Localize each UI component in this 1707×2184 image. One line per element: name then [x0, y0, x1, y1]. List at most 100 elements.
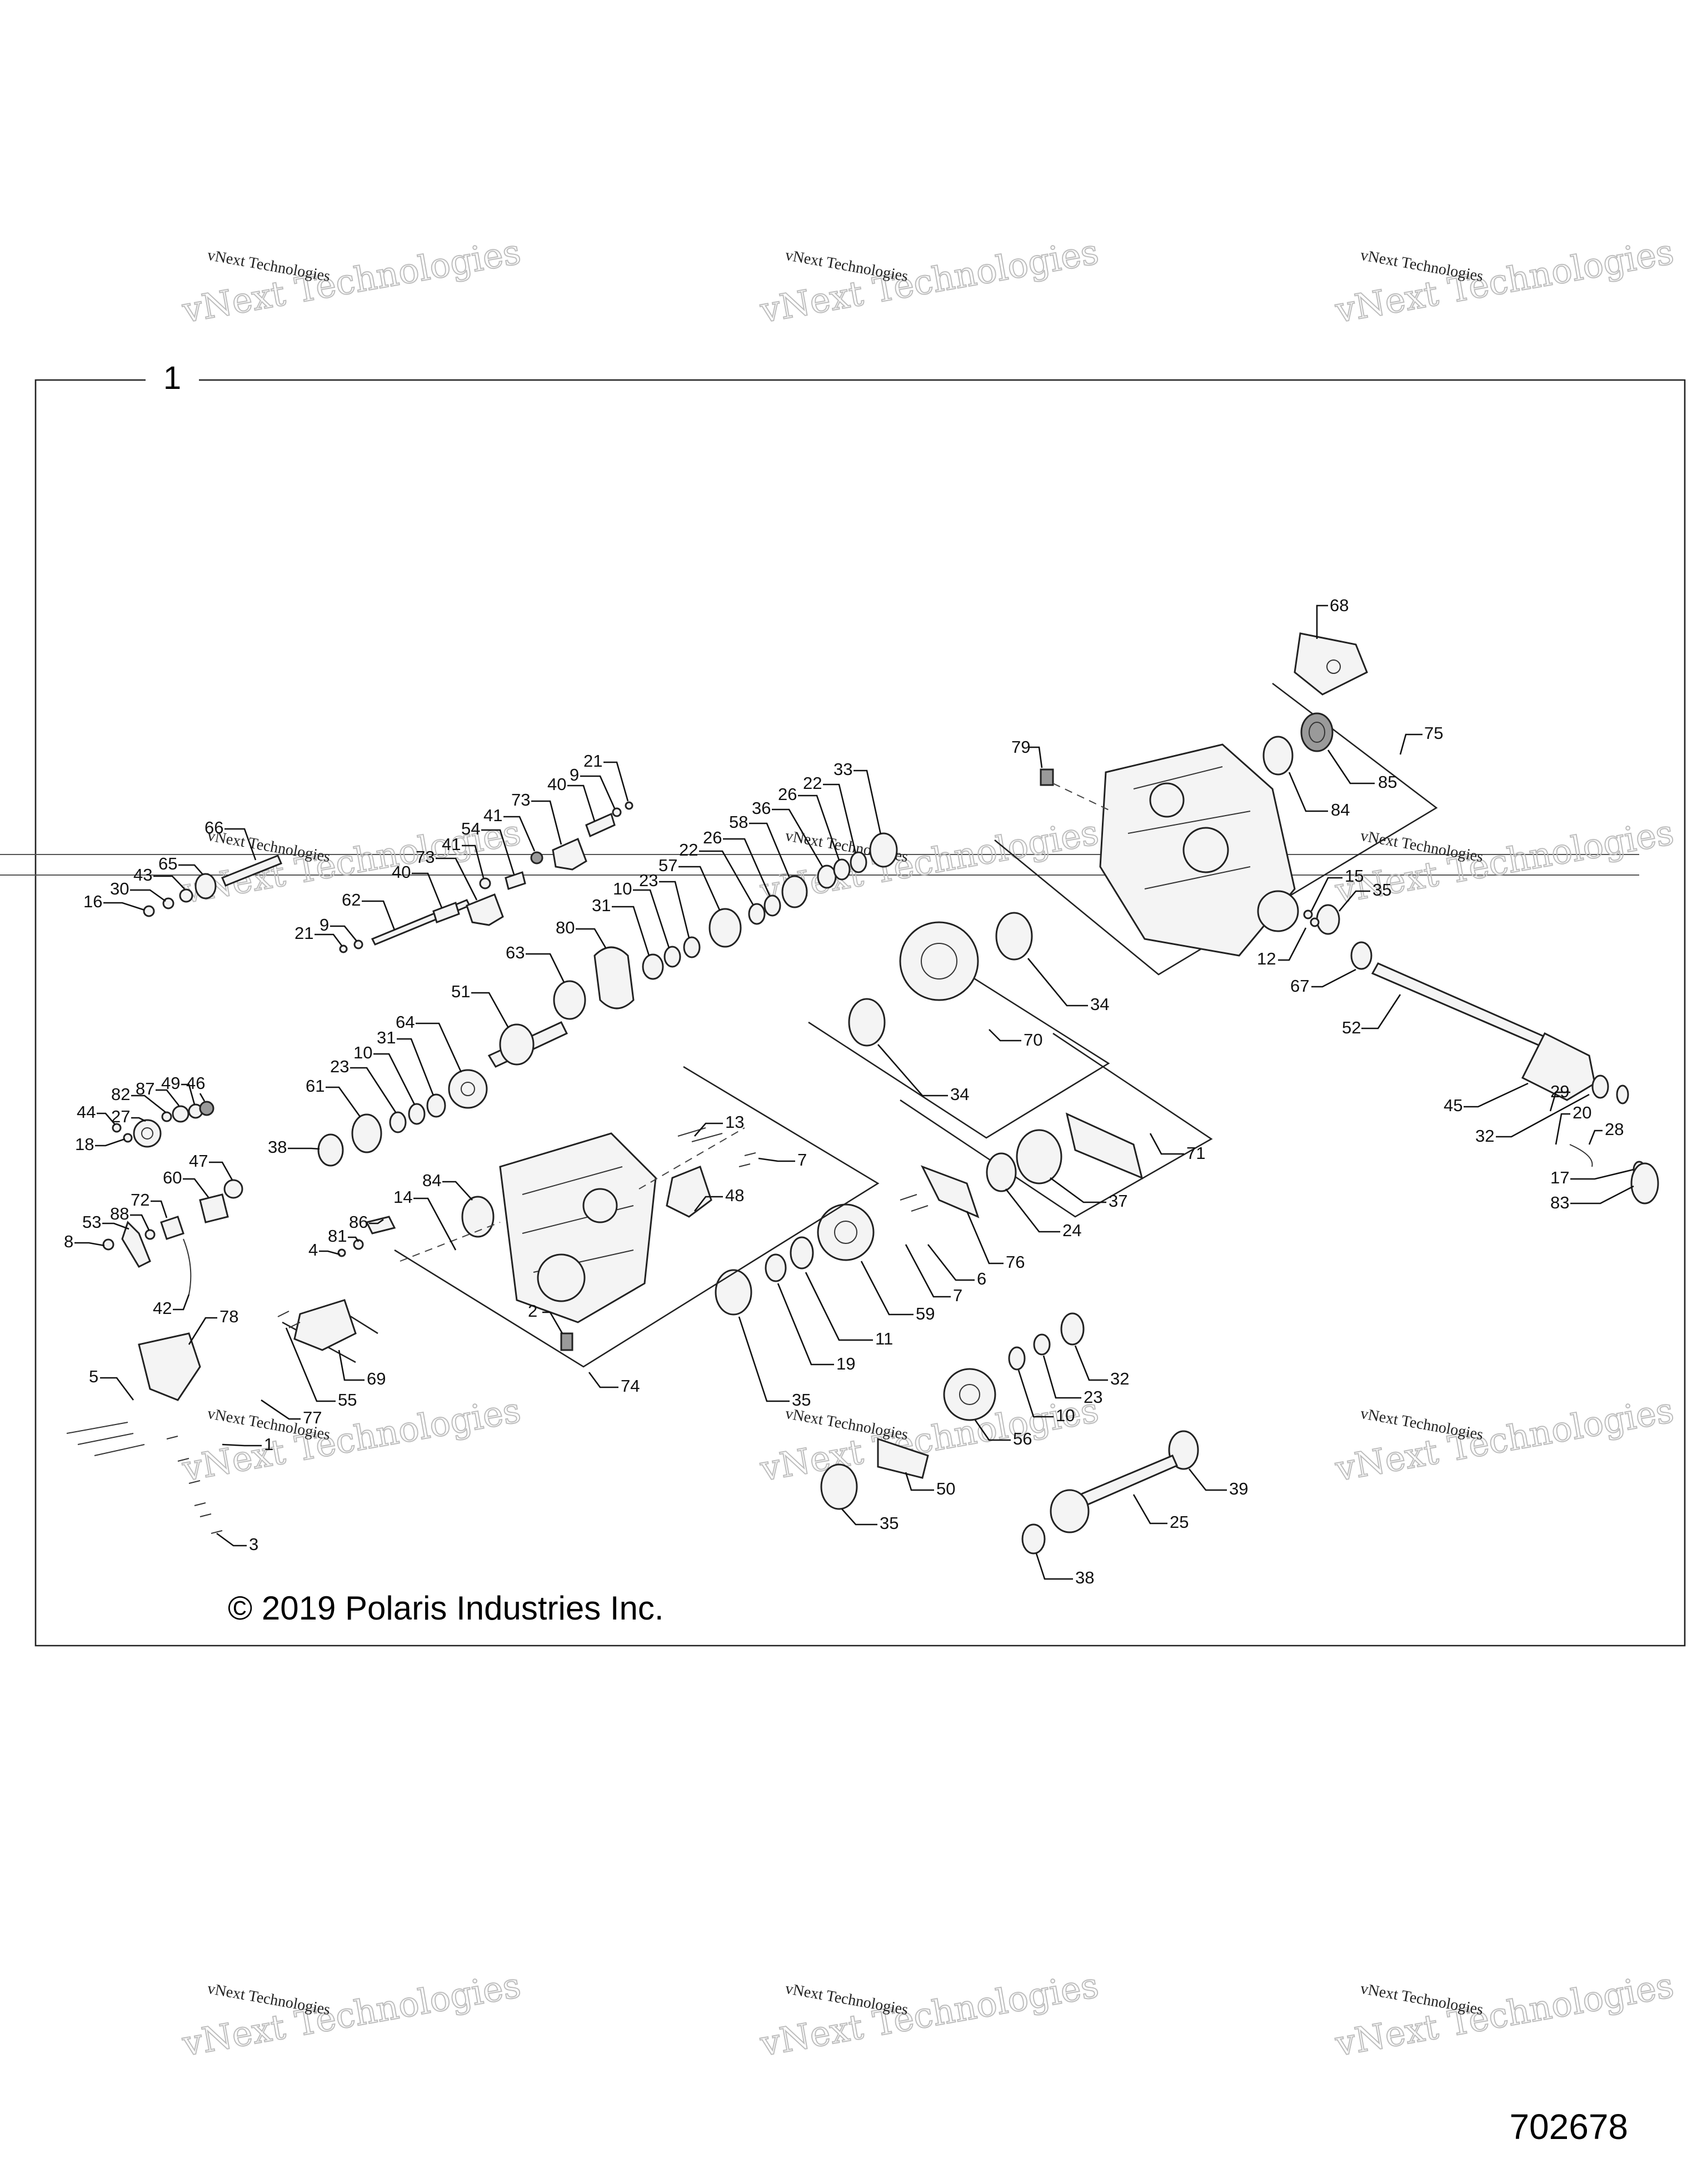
gear-87 — [172, 1105, 189, 1123]
callout-25: 25 — [1170, 1512, 1189, 1532]
callout-50: 50 — [936, 1479, 955, 1498]
svg-text:vNext Technologies: vNext Technologies — [179, 231, 523, 331]
washer-30 — [162, 897, 174, 909]
callout-23-b: 23 — [1084, 1387, 1102, 1407]
callout-61: 61 — [306, 1076, 325, 1096]
callout-18: 18 — [75, 1135, 94, 1154]
callout-49: 49 — [161, 1073, 180, 1093]
callout-41-b: 41 — [483, 806, 502, 825]
frame-label: 1 — [163, 360, 181, 396]
cap-plug-79 — [1040, 768, 1054, 786]
rear-housing-group — [994, 632, 1659, 1205]
callout-48: 48 — [725, 1186, 744, 1205]
callout-74: 74 — [621, 1376, 640, 1396]
callout-56: 56 — [1013, 1429, 1032, 1448]
callout-21-b: 21 — [583, 751, 602, 771]
callout-83: 83 — [1550, 1193, 1569, 1212]
callout-82: 82 — [111, 1084, 130, 1104]
watermark: vNext Technologies vNext Technologies — [756, 231, 1102, 331]
washer-32-right — [1591, 1074, 1609, 1099]
callout-71: 71 — [1186, 1143, 1205, 1163]
svg-text:vNext Technologies: vNext Technologies — [1332, 1965, 1676, 2064]
watermark: vNext Technologies vNext Technologies — [756, 811, 1102, 912]
callout-53: 53 — [82, 1212, 101, 1232]
callout-40-b: 40 — [547, 774, 566, 794]
callout-9-a: 9 — [320, 915, 329, 934]
ring-16 — [143, 905, 155, 917]
bolts-7-a — [738, 1152, 756, 1167]
callout-17: 17 — [1550, 1168, 1569, 1187]
callout-77: 77 — [303, 1408, 322, 1427]
ring-19 — [765, 1253, 787, 1282]
callout-35-b: 35 — [880, 1513, 899, 1533]
callout-12: 12 — [1257, 949, 1276, 968]
bearing-38-b — [1021, 1523, 1046, 1555]
callout-44: 44 — [77, 1102, 96, 1122]
callout-32: 32 — [1110, 1369, 1129, 1388]
callout-70: 70 — [1024, 1030, 1042, 1049]
washer-67 — [1350, 941, 1372, 970]
callout-76: 76 — [1006, 1252, 1025, 1272]
callout-13: 13 — [725, 1112, 744, 1132]
callout-65: 65 — [158, 854, 177, 873]
gear-on-shaft-25 — [1050, 1489, 1090, 1533]
bearing-85 — [1300, 712, 1334, 752]
pin-44 — [112, 1123, 122, 1133]
bolts-3 — [199, 1513, 223, 1534]
middle-gear-group — [715, 912, 1213, 1555]
callout-33: 33 — [833, 759, 852, 779]
callout-6: 6 — [977, 1269, 986, 1288]
fork-73-b — [552, 837, 587, 871]
callout-87: 87 — [136, 1079, 154, 1098]
cover-69 — [293, 1299, 357, 1351]
callout-84-left: 84 — [422, 1171, 441, 1190]
callout-60: 60 — [163, 1168, 182, 1187]
selector-27 — [133, 1119, 162, 1148]
callout-64: 64 — [396, 1012, 415, 1032]
callout-11: 11 — [875, 1329, 893, 1348]
ring-23-c — [683, 936, 701, 958]
callout-15: 15 — [1345, 866, 1364, 886]
callout-14: 14 — [393, 1187, 412, 1207]
washer-35-right — [1316, 904, 1340, 935]
callout-7-b: 7 — [953, 1286, 962, 1305]
bearing-39 — [1168, 1430, 1199, 1470]
callout-42: 42 — [153, 1298, 172, 1318]
svg-text:vNext Technologies: vNext Technologies — [179, 1965, 523, 2064]
ring-23-a — [389, 1111, 407, 1133]
bearing-33 — [869, 832, 898, 868]
callout-46: 46 — [186, 1073, 205, 1093]
watermark: vNext Technologies vNext Technologies — [1331, 1964, 1677, 2065]
callout-28: 28 — [1605, 1120, 1624, 1139]
hub-57 — [708, 908, 742, 948]
bracket-68 — [1294, 632, 1368, 696]
callout-69: 69 — [367, 1369, 386, 1388]
detent-54 — [505, 871, 526, 890]
callout-38-a: 38 — [268, 1137, 287, 1157]
callout-21-a: 21 — [295, 923, 313, 943]
gear-59 — [817, 1203, 875, 1261]
watermark: vNext Technologies vNext Technologies — [756, 1964, 1102, 2065]
callout-2: 2 — [528, 1301, 537, 1321]
seal-84-left — [461, 1196, 495, 1238]
bearing-34-upper — [995, 912, 1033, 961]
drain-plug-2 — [560, 1332, 573, 1351]
shaft-66 — [221, 854, 282, 887]
callout-41-a: 41 — [442, 834, 461, 854]
bracket-53 — [121, 1221, 151, 1268]
copyright-text: © 2019 Polaris Industries Inc. — [228, 1590, 664, 1627]
sleeve-58 — [781, 875, 808, 908]
spring-40-b — [585, 812, 616, 838]
callout-47: 47 — [189, 1151, 208, 1171]
ring-22-b — [850, 851, 867, 873]
ring-24 — [986, 1152, 1017, 1192]
callout-36: 36 — [752, 798, 771, 818]
callout-59: 59 — [916, 1304, 935, 1323]
ring-21-b — [625, 801, 633, 810]
callout-10-b: 10 — [1056, 1406, 1075, 1425]
bearing-37 — [1016, 1129, 1062, 1185]
callout-31-a: 31 — [377, 1028, 396, 1047]
clip-20 — [1569, 1144, 1593, 1167]
callout-5: 5 — [89, 1367, 98, 1386]
callout-26-a: 26 — [703, 828, 722, 847]
